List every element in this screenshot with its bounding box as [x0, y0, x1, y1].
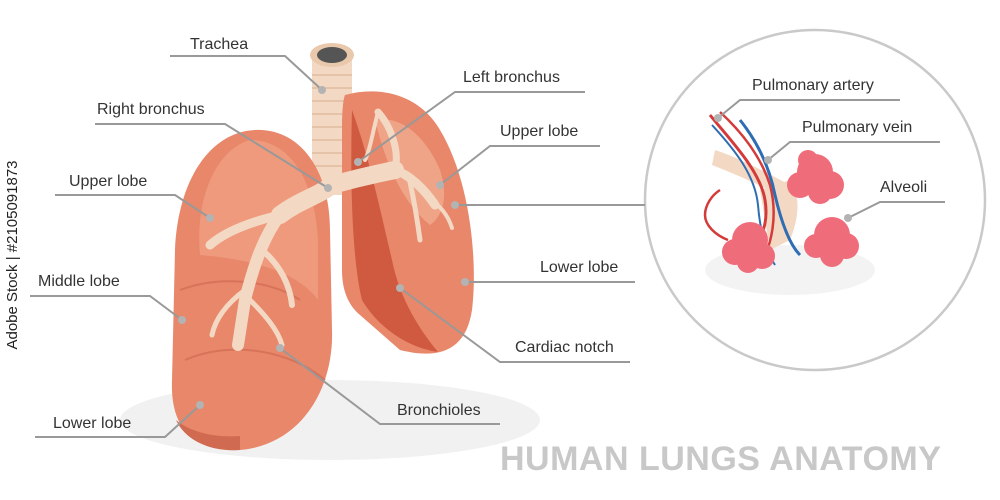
left-lung: [342, 91, 474, 354]
label-lower-lobe-right-lung: Lower lobe: [53, 415, 132, 432]
label-trachea: Trachea: [190, 36, 249, 53]
label-upper-lobe-right-lung: Upper lobe: [69, 173, 148, 190]
label-middle-lobe: Middle lobe: [38, 273, 120, 290]
label-left-bronchus: Left bronchus: [463, 69, 560, 86]
label-bronchioles: Bronchioles: [397, 402, 481, 419]
label-cardiac-notch: Cardiac notch: [515, 339, 614, 356]
label-upper-lobe-left-lung: Upper lobe: [500, 123, 579, 140]
bronchial-tree: [205, 108, 454, 351]
leader-dots: [178, 86, 852, 409]
diagram-title: HUMAN LUNGS ANATOMY: [500, 440, 942, 478]
stock-watermark-text: Adobe Stock | #2105091873: [4, 160, 21, 350]
label-right-bronchus: Right bronchus: [97, 101, 205, 118]
label-pulmonary-vein: Pulmonary vein: [802, 119, 913, 136]
label-lower-lobe-left-lung: Lower lobe: [540, 259, 619, 276]
label-pulmonary-artery: Pulmonary artery: [752, 77, 874, 94]
leader-lines: [30, 55, 945, 438]
alveoli-magnified-view: [643, 28, 987, 372]
label-alveoli: Alveoli: [880, 179, 928, 196]
